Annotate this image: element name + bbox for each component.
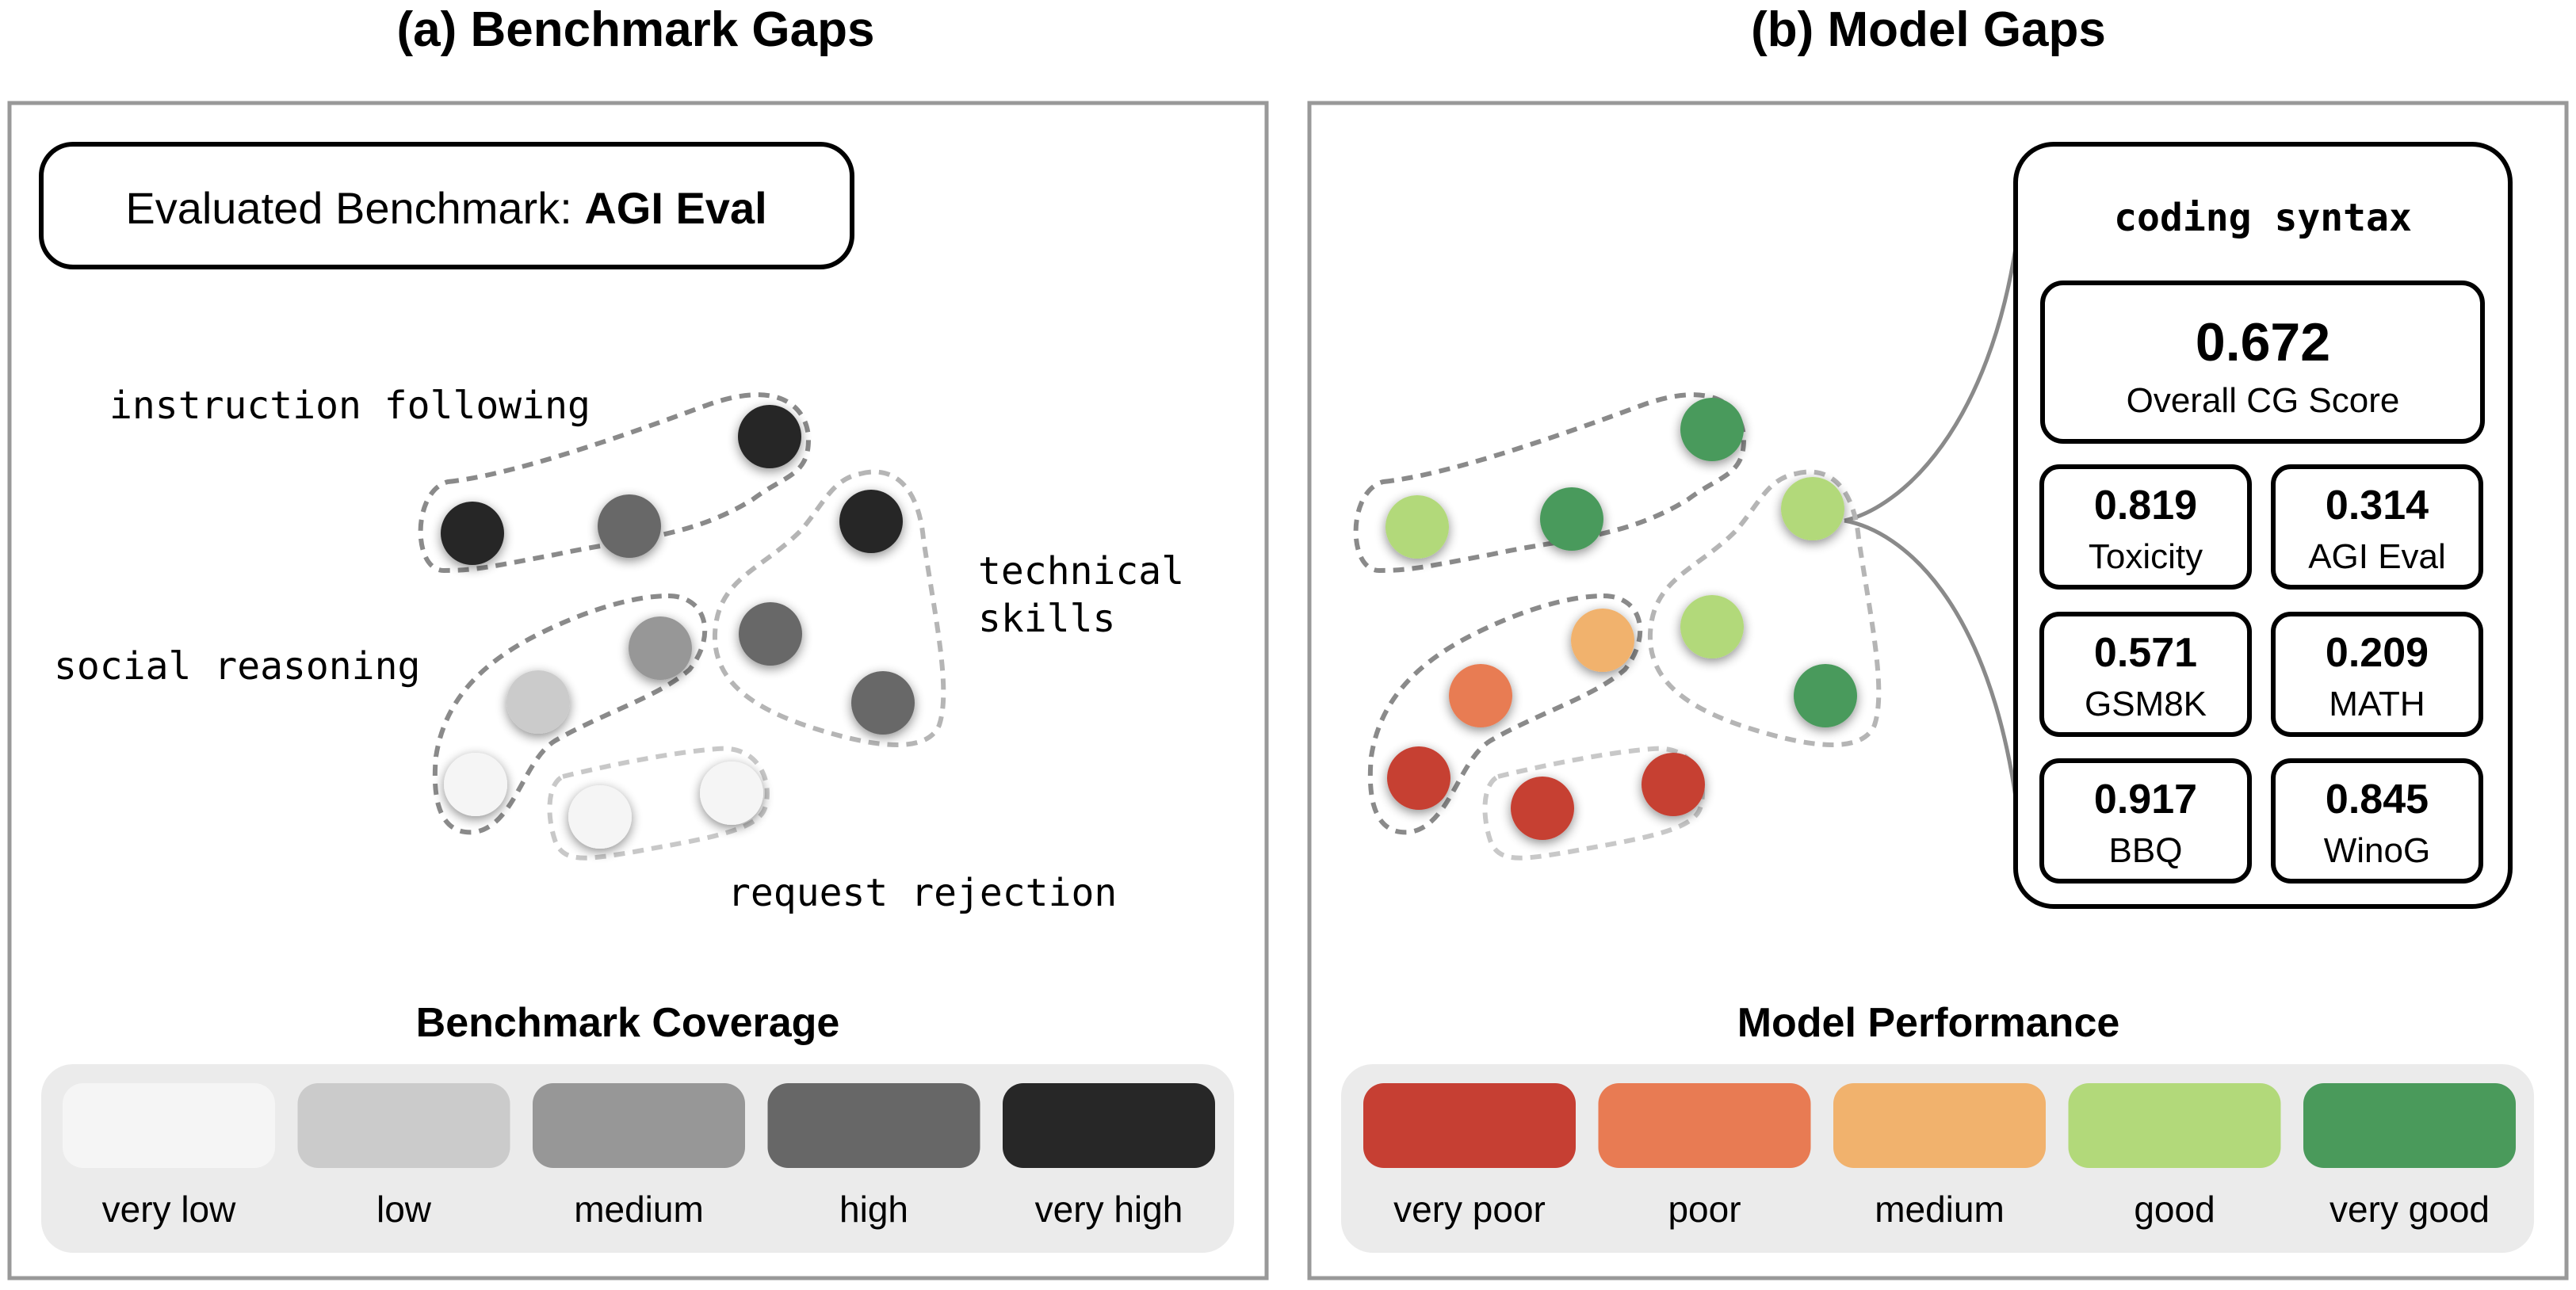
coverage-dot [598, 494, 661, 558]
performance-dot [1387, 746, 1450, 810]
benchmark-score-box [2039, 464, 2252, 590]
coverage-dots [441, 405, 915, 849]
label-social-reasoning: social reasoning [54, 644, 420, 689]
benchmark-score-box [2271, 464, 2483, 590]
panel-b-title: (b) Model Gaps [1751, 2, 2106, 57]
benchmark-score-box [2039, 758, 2252, 884]
coverage-dot [568, 785, 632, 849]
performance-dot-coding-syntax[interactable] [1781, 477, 1844, 540]
overall-score-label: Overall CG Score [2127, 381, 2400, 420]
coverage-dot [629, 616, 692, 680]
coverage-label: high [839, 1189, 908, 1230]
model-performance-title: Model Performance [1737, 1000, 2120, 1046]
benchmark-coverage-items: very low low medium high very high [63, 1083, 1215, 1230]
label-instruction-following: instruction following [109, 384, 590, 428]
performance-label: poor [1668, 1189, 1741, 1230]
coverage-swatch [533, 1083, 745, 1168]
performance-label: very poor [1393, 1189, 1546, 1230]
benchmark-score-value: 0.845 [2326, 777, 2429, 822]
cluster-b-3 [1367, 593, 1643, 835]
cluster-b-1 [1353, 392, 1746, 573]
performance-dot [1680, 595, 1744, 658]
model-performance-items: very poor poor medium good very good [1363, 1083, 2516, 1230]
performance-dot [1794, 664, 1857, 727]
performance-dot [1385, 495, 1449, 559]
evaluated-benchmark-prefix: Evaluated Benchmark: [125, 183, 584, 233]
benchmark-score-label: WinoG [2324, 831, 2430, 870]
benchmark-score-value: 0.571 [2094, 630, 2197, 676]
coverage-dot [700, 761, 763, 825]
performance-label: very good [2329, 1189, 2490, 1230]
label-technical: technical [978, 549, 1184, 593]
performance-swatch [1598, 1083, 1811, 1168]
label-request-rejection: request rejection [728, 871, 1117, 915]
coverage-dot [506, 670, 570, 734]
coverage-dot [441, 502, 504, 565]
coverage-dot [444, 753, 507, 816]
cluster-b-4 [1482, 746, 1705, 861]
benchmark-score-value: 0.209 [2326, 630, 2429, 676]
performance-label: medium [1875, 1189, 2005, 1230]
coverage-swatch [767, 1083, 980, 1168]
coverage-swatch [1003, 1083, 1215, 1168]
coverage-dot [851, 671, 915, 735]
connector-line-bottom [1844, 518, 2020, 809]
label-skills: skills [978, 597, 1115, 641]
coverage-label: very high [1035, 1189, 1183, 1230]
coverage-label: low [376, 1189, 432, 1230]
cluster-technical-skills [712, 469, 946, 747]
benchmark-score-box [2039, 612, 2252, 737]
performance-swatch [1833, 1083, 2046, 1168]
performance-dot [1642, 753, 1705, 816]
performance-dot [1571, 609, 1634, 672]
performance-dot [1540, 487, 1603, 551]
coverage-swatch [297, 1083, 510, 1168]
cluster-social-reasoning [432, 593, 708, 835]
evaluated-benchmark-label: Evaluated Benchmark: AGI Eval [125, 183, 766, 233]
skill-name: coding syntax [2114, 196, 2412, 240]
evaluated-benchmark-box [39, 142, 854, 269]
performance-swatch [2068, 1083, 2281, 1168]
benchmark-score-label: Toxicity [2089, 537, 2203, 576]
benchmark-score-label: AGI Eval [2308, 537, 2446, 576]
performance-label: good [2134, 1189, 2215, 1230]
performance-dot [1449, 664, 1512, 727]
overall-score-value: 0.672 [2196, 312, 2330, 372]
benchmark-coverage-title: Benchmark Coverage [416, 1000, 840, 1046]
benchmark-score-label: MATH [2329, 685, 2425, 723]
performance-dot [1680, 398, 1744, 461]
benchmark-score-box [2271, 612, 2483, 737]
benchmark-score-label: BBQ [2109, 831, 2183, 870]
performance-swatch [1363, 1083, 1576, 1168]
cluster-b-2 [1647, 469, 1882, 747]
cluster-request-rejection [547, 746, 770, 861]
benchmark-score-box [2271, 758, 2483, 884]
performance-swatch [2303, 1083, 2516, 1168]
coverage-dot [839, 490, 903, 553]
benchmark-score-value: 0.819 [2094, 483, 2197, 529]
performance-dots [1385, 398, 1857, 840]
coverage-swatch [63, 1083, 275, 1168]
coverage-label: medium [574, 1189, 704, 1230]
benchmark-score-value: 0.917 [2094, 777, 2197, 822]
coverage-dot [739, 602, 802, 666]
overall-score-box [2040, 281, 2485, 444]
performance-dot [1511, 777, 1574, 840]
evaluated-benchmark-name: AGI Eval [584, 183, 766, 233]
panel-a-title: (a) Benchmark Gaps [397, 2, 875, 57]
cluster-instruction-following [418, 392, 811, 573]
benchmark-score-value: 0.314 [2326, 483, 2429, 529]
coverage-dot [738, 405, 801, 468]
coverage-label: very low [102, 1189, 236, 1230]
benchmark-score-label: GSM8K [2085, 685, 2207, 723]
connector-line-top [1844, 237, 2020, 523]
